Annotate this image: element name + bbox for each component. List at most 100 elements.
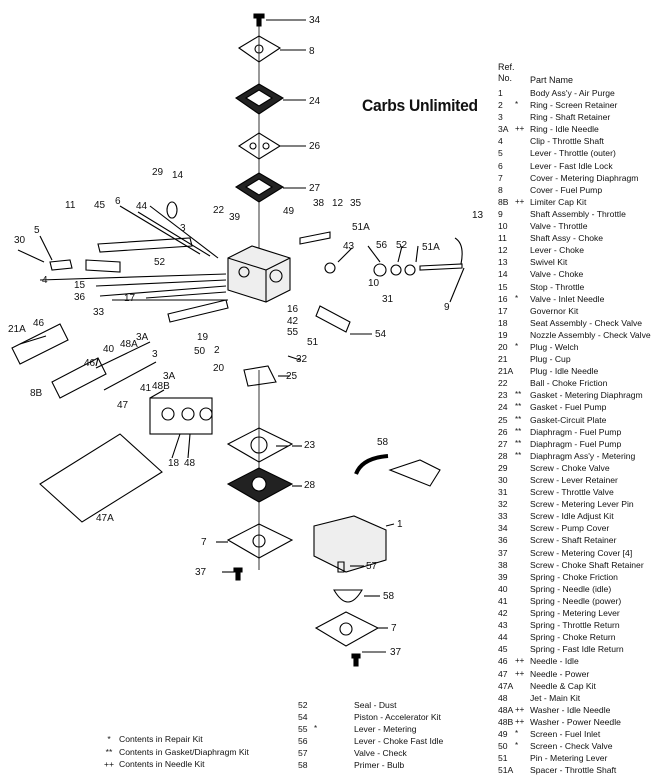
part-row: 30 Screw - Lever Retainer	[498, 474, 665, 486]
part-ref-number: 51A	[498, 765, 514, 776]
part-ref-number: 58	[298, 760, 308, 771]
part-kit-marker: ++	[515, 704, 525, 714]
callout-label: 3	[152, 349, 158, 360]
callout-label: 31	[382, 294, 394, 305]
callout-label: 19	[197, 332, 209, 343]
part-name: Screen - Check Valve	[530, 741, 613, 752]
callout-label: 20	[213, 363, 225, 374]
callout-label: 54	[375, 329, 387, 340]
part-name: Lever - Metering	[354, 724, 417, 735]
part-ref-number: 11	[498, 233, 507, 244]
part-name: Gasket - Metering Diaphragm	[530, 390, 643, 401]
part-name: Valve - Inlet Needle	[530, 293, 605, 304]
part-ref-number: 24	[498, 402, 508, 413]
part-name: Screen - Fuel Inlet	[530, 728, 601, 739]
callout-label: 48B	[152, 381, 170, 392]
part-row: 27**Diaphragm - Fuel Pump	[498, 438, 665, 450]
part-ref-number: 14	[498, 269, 508, 280]
legend-text: Contents in Repair Kit	[119, 734, 203, 744]
part-name: Screw - Lever Retainer	[530, 475, 618, 485]
part-name: Plug - Cup	[530, 354, 571, 365]
callout-label: 29	[152, 167, 164, 178]
kit-legend: *Contents in Repair Kit**Contents in Gas…	[102, 733, 302, 771]
legend-text: Contents in Needle Kit	[119, 759, 205, 769]
part-name: Body Ass'y - Air Purge	[530, 88, 615, 98]
part-row: 3A++Ring - Idle Needle	[498, 123, 665, 135]
part-kit-marker: **	[515, 402, 522, 412]
callout-label: 56	[376, 240, 388, 251]
part-ref-number: 36	[498, 535, 508, 546]
part-ref-number: 21A	[498, 366, 514, 377]
callout-label: 52	[154, 257, 166, 268]
part-kit-marker: **	[515, 390, 522, 400]
part-ref-number: 30	[498, 475, 508, 485]
callout-label: 25	[286, 371, 298, 382]
callout-label: 26	[309, 141, 321, 152]
part-kit-marker: ++	[515, 196, 525, 206]
part-ref-number: 46	[498, 656, 508, 667]
part-name: Washer - Idle Needle	[530, 704, 611, 715]
callout-label: 21A	[8, 324, 26, 335]
part-name: Spring - Choke Friction	[530, 571, 618, 582]
part-name: Shaft Assembly - Throttle	[530, 208, 626, 219]
part-row: 16 * Valve - Inlet Needle	[498, 293, 665, 305]
part-kit-marker: *	[515, 728, 519, 738]
callout-label: 7	[201, 537, 207, 548]
part-kit-marker: ++	[515, 124, 525, 134]
part-kit-marker: **	[515, 438, 522, 448]
part-name: Screw - Throttle Valve	[530, 487, 614, 498]
part-ref-number: 57	[298, 748, 308, 759]
callout-label: 34	[309, 15, 321, 26]
part-ref-number: 43	[498, 620, 508, 631]
part-row: 47++Needle - Power	[498, 668, 665, 680]
part-ref-number: 25	[498, 414, 508, 425]
part-row: 28**Diaphragm Ass'y - Metering	[498, 450, 665, 462]
part-ref-number: 54	[298, 712, 308, 723]
callout-label: 24	[309, 96, 321, 107]
part-name: Needle & Cap Kit	[530, 680, 596, 691]
part-name: Screw - Idle Adjust Kit	[530, 511, 614, 522]
callout-label: 12	[332, 198, 344, 209]
part-name: Swivel Kit	[530, 257, 568, 268]
callout-label: 3A	[136, 332, 149, 343]
part-name: Lever - Choke	[530, 245, 584, 256]
callout-label: 48A	[120, 339, 138, 350]
legend-entry: ++Contents in Needle Kit	[102, 758, 302, 771]
part-ref-number: 29	[498, 462, 508, 473]
callout-label: 40	[103, 344, 115, 355]
part-name: Diaphragm - Fuel Pump	[530, 426, 622, 437]
part-ref-number: 55	[298, 724, 308, 735]
part-name: Primer - Bulb	[354, 760, 405, 771]
callout-label: 18	[168, 458, 180, 469]
part-name: Screw - Pump Cover	[530, 523, 610, 534]
part-row: 26**Diaphragm - Fuel Pump	[498, 426, 665, 438]
part-kit-marker: ++	[515, 656, 525, 666]
callout-label: 51A	[422, 242, 440, 253]
callout-label: 41	[140, 383, 152, 394]
callout-label: 17	[124, 293, 136, 304]
part-ref-number: 33	[498, 511, 508, 522]
part-kit-marker: *	[515, 293, 519, 303]
callout-label: 23	[304, 440, 316, 451]
part-name: Shaft Assy - Choke	[530, 233, 604, 244]
part-name: Lever - Fast Idle Lock	[530, 160, 613, 171]
part-ref-number: 47A	[498, 680, 514, 691]
part-name: Screw - Shaft Retainer	[530, 535, 617, 546]
part-ref-number: 16	[498, 293, 508, 304]
brand-title: Carbs Unlimited	[362, 96, 478, 115]
callout-label: 32	[296, 354, 308, 365]
callout-label: 51	[307, 337, 319, 348]
